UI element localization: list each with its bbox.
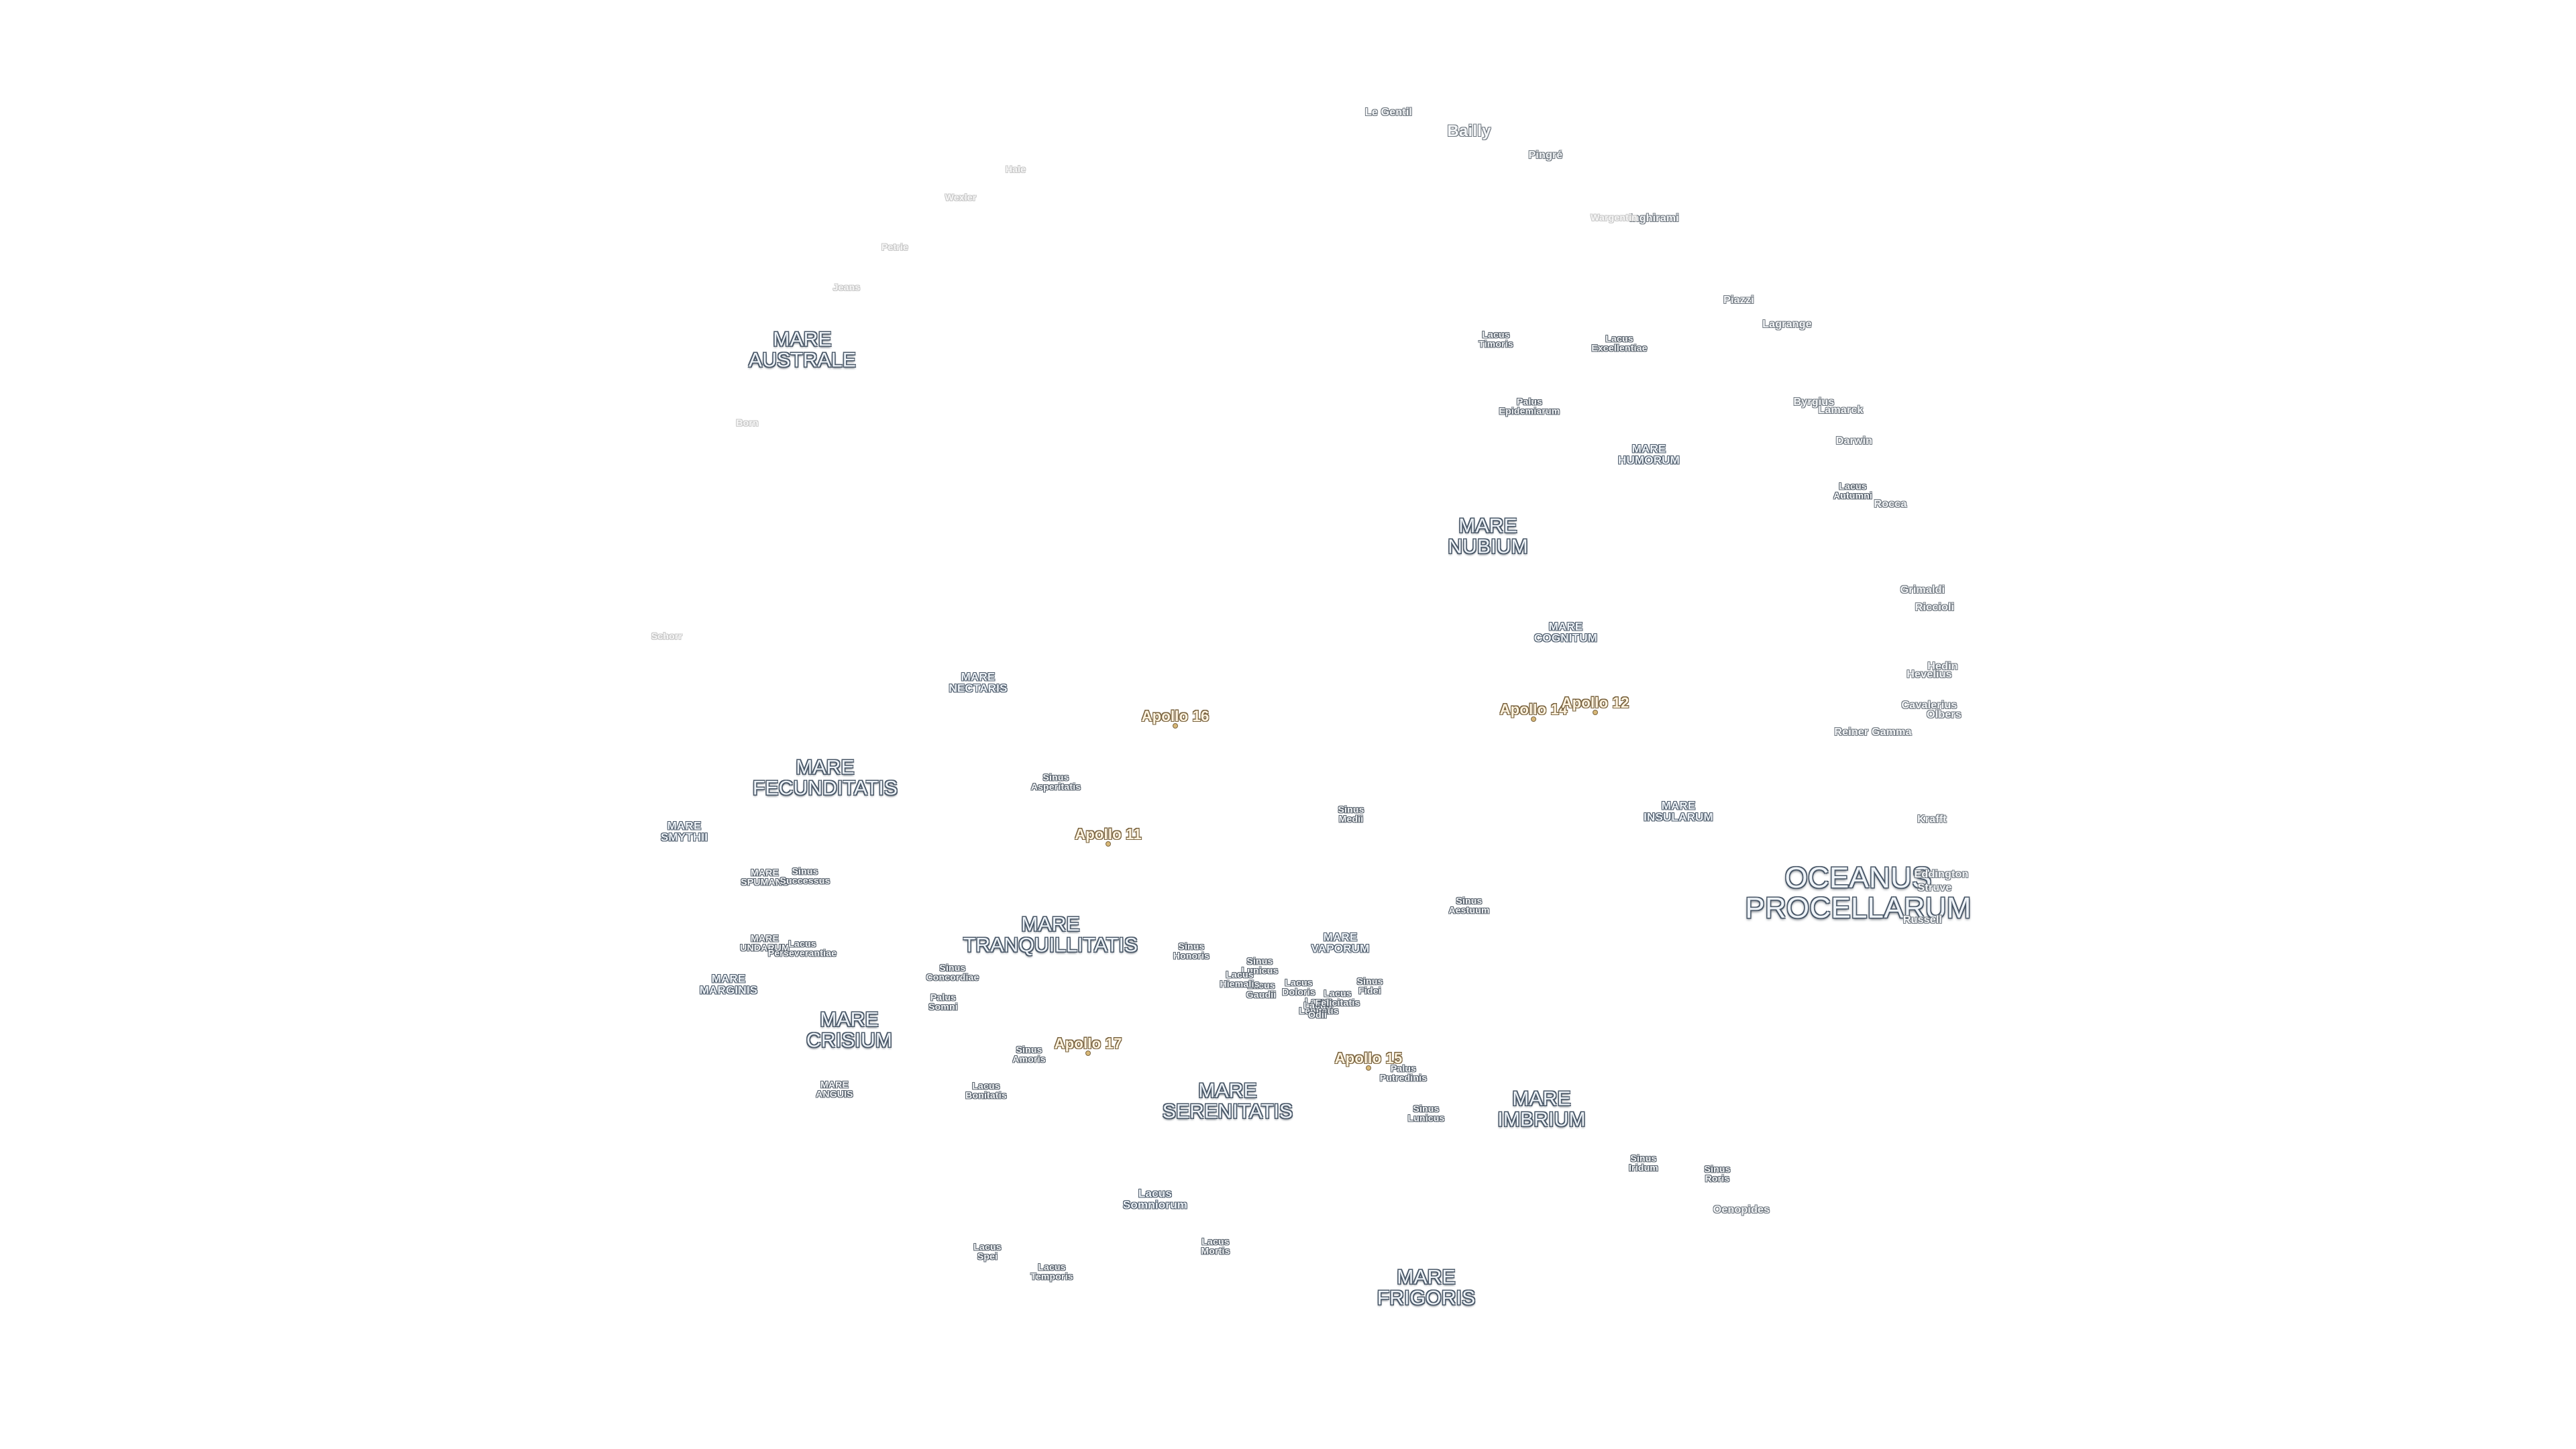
- map-label-crater-le-gentil[interactable]: Le Gentil: [1364, 106, 1413, 118]
- map-label-crater-riccioli[interactable]: Riccioli: [1915, 601, 1955, 613]
- map-label-sinus-fidei[interactable]: Sinus Fidei: [1356, 975, 1383, 996]
- map-label-crater-olbers[interactable]: Olbers: [1927, 708, 1962, 720]
- map-label-lacus-excellentiae[interactable]: Lacus Excellentiae: [1591, 333, 1648, 354]
- map-label-crater-petrie[interactable]: Petrie: [881, 241, 909, 252]
- map-label-crater-piazzi[interactable]: Piazzi: [1723, 294, 1754, 306]
- map-label-lacus-bonitatis[interactable]: Lacus Bonitatis: [965, 1080, 1007, 1101]
- map-label-lacus-timoris[interactable]: Lacus Timoris: [1479, 329, 1513, 350]
- map-label-crater-born[interactable]: Born: [736, 417, 759, 428]
- map-label-palus-putredinis[interactable]: Palus Putredinis: [1379, 1063, 1428, 1083]
- map-label-mare-serenitatis[interactable]: MARE SERENITATIS: [1162, 1079, 1293, 1122]
- apollo-11-label[interactable]: Apollo 11: [1075, 825, 1142, 843]
- map-label-crater-oenopides[interactable]: Oenopides: [1713, 1203, 1770, 1216]
- map-label-crater-struve[interactable]: Struve: [1917, 881, 1952, 894]
- map-label-palus-somni[interactable]: Palus Somni: [928, 991, 958, 1012]
- map-label-sinus-lunicus-2[interactable]: Sinus Lunicus: [1407, 1103, 1445, 1124]
- map-label-sinus-amoris[interactable]: Sinus Amoris: [1012, 1044, 1046, 1065]
- map-label-sinus-medii[interactable]: Sinus Medii: [1338, 804, 1364, 824]
- map-label-palus-epidemiarum[interactable]: Palus Epidemiarum: [1499, 396, 1560, 417]
- apollo-14-label[interactable]: Apollo 14: [1499, 700, 1568, 718]
- apollo-16-site-marker-icon[interactable]: [1173, 723, 1178, 729]
- map-label-mare-smythii[interactable]: MARE SMYTHII: [660, 819, 708, 844]
- map-label-crater-wexler[interactable]: Wexler: [945, 191, 977, 203]
- map-label-lacus-felicitatis[interactable]: Lacus Felicitatis: [1315, 987, 1360, 1008]
- map-label-crater-hale[interactable]: Hale: [1005, 163, 1026, 174]
- map-label-crater-byrgius[interactable]: Byrgius: [1793, 396, 1835, 408]
- map-label-sinus-lunicus[interactable]: Sinus Lunicus: [1241, 955, 1279, 976]
- apollo-11-site-marker-icon[interactable]: [1106, 841, 1111, 847]
- map-label-crater-eddington[interactable]: Eddington: [1914, 868, 1969, 880]
- map-label-lacus-autumni[interactable]: Lacus Autumni: [1833, 480, 1873, 501]
- map-label-lacus-hiemalis[interactable]: Lacus Hiemalis: [1220, 969, 1260, 989]
- map-label-sinus-roris[interactable]: Sinus Roris: [1704, 1163, 1731, 1184]
- map-label-lacus-mortis[interactable]: Lacus Mortis: [1201, 1236, 1230, 1256]
- map-label-lacus-temporis[interactable]: Lacus Temporis: [1030, 1261, 1073, 1282]
- map-label-lacus-perseverantiae[interactable]: Lacus Perseverantiae: [767, 938, 837, 959]
- map-label-crater-hevelius[interactable]: Hevelius: [1907, 668, 1952, 680]
- map-label-crater-inghirami[interactable]: Inghirami: [1629, 212, 1679, 224]
- map-label-mare-marginis[interactable]: MARE MARGINIS: [699, 972, 758, 997]
- map-label-crater-darwin[interactable]: Darwin: [1835, 435, 1873, 447]
- map-label-mare-australe[interactable]: MARE AUSTRALE: [749, 328, 856, 371]
- map-label-crater-russell[interactable]: Russell: [1902, 914, 1943, 926]
- map-label-crater-schorr[interactable]: Schorr: [651, 630, 683, 641]
- map-label-oceanus-procellarum[interactable]: OCEANUS PROCELLARUM: [1745, 861, 1972, 924]
- apollo-17-site-marker-icon[interactable]: [1085, 1051, 1091, 1056]
- map-label-mare-anguis[interactable]: MARE ANGUIS: [816, 1079, 853, 1099]
- map-label-sinus-successus[interactable]: Sinus Successus: [780, 865, 830, 886]
- apollo-15-label[interactable]: Apollo 15: [1334, 1049, 1403, 1067]
- map-label-sinus-asperitatis[interactable]: Sinus Asperitatis: [1030, 771, 1081, 792]
- map-label-mare-crisium[interactable]: MARE CRISIUM: [806, 1008, 893, 1051]
- map-label-mare-humorum[interactable]: MARE HUMORUM: [1617, 442, 1680, 467]
- map-label-crater-pingre[interactable]: Pingré: [1528, 149, 1563, 161]
- apollo-16-label[interactable]: Apollo 16: [1141, 707, 1210, 724]
- map-label-crater-reiner-gamma[interactable]: Reiner Gamma: [1834, 726, 1912, 738]
- map-label-mare-spumans[interactable]: MARE SPUMANS: [741, 867, 789, 888]
- map-label-mare-fecunditatis[interactable]: MARE FECUNDITATIS: [752, 756, 898, 799]
- apollo-12-label[interactable]: Apollo 12: [1561, 694, 1629, 711]
- map-label-crater-hedin[interactable]: Hedin: [1927, 660, 1958, 672]
- map-label-mare-tranquillitatis[interactable]: MARE TRANQUILLITATIS: [963, 913, 1138, 956]
- apollo-14-site-marker-icon[interactable]: [1531, 716, 1536, 722]
- map-label-sinus-iridum[interactable]: Sinus Iridum: [1629, 1152, 1658, 1173]
- map-label-mare-imbrium[interactable]: MARE IMBRIUM: [1497, 1087, 1586, 1130]
- map-label-lacus-lenitatis[interactable]: Lacus Lenitatis: [1299, 996, 1339, 1016]
- map-label-mare-vaporum[interactable]: MARE VAPORUM: [1311, 930, 1370, 955]
- map-label-crater-bailly[interactable]: Bailly: [1447, 121, 1491, 140]
- map-label-crater-cavalerius[interactable]: Cavalerius: [1901, 699, 1957, 711]
- map-label-crater-jeans[interactable]: Jeans: [833, 281, 861, 292]
- map-label-crater-krafft[interactable]: Krafft: [1917, 813, 1947, 825]
- map-label-mare-insularum[interactable]: MARE INSULARUM: [1644, 799, 1713, 824]
- map-label-crater-rocca[interactable]: Rocca: [1874, 498, 1907, 510]
- map-label-lacus-gaudii[interactable]: Lacus Gaudii: [1246, 979, 1277, 1000]
- map-label-lacus-spei[interactable]: Lacus Spei: [973, 1241, 1002, 1262]
- map-label-crater-lamarck[interactable]: Lamarck: [1818, 404, 1864, 416]
- map-label-mare-frigoris[interactable]: MARE FRIGORIS: [1377, 1266, 1476, 1309]
- apollo-12-site-marker-icon[interactable]: [1593, 710, 1598, 715]
- map-label-mare-cognitum[interactable]: MARE COGNITUM: [1534, 620, 1598, 645]
- map-label-lacus-somniorum[interactable]: Lacus Somniorum: [1122, 1187, 1188, 1212]
- map-label-mare-nubium[interactable]: MARE NUBIUM: [1448, 515, 1528, 557]
- map-label-mare-undarum[interactable]: MARE UNDARUM: [740, 932, 790, 953]
- map-label-sinus-aestuum[interactable]: Sinus Aestuum: [1448, 895, 1490, 916]
- map-label-crater-wargentin[interactable]: Wargentin: [1591, 211, 1638, 223]
- map-label-crater-lagrange[interactable]: Lagrange: [1762, 318, 1812, 330]
- map-label-sinus-concordiae[interactable]: Sinus Concordiae: [926, 962, 979, 983]
- map-label-mare-nectaris[interactable]: MARE NECTARIS: [949, 670, 1008, 695]
- map-label-lacus-odii[interactable]: Lacus Odii: [1303, 1000, 1332, 1020]
- apollo-15-site-marker-icon[interactable]: [1366, 1065, 1371, 1071]
- map-label-crater-grimaldi[interactable]: Grimaldi: [1900, 584, 1945, 596]
- map-label-sinus-honoris[interactable]: Sinus Honoris: [1173, 941, 1210, 961]
- apollo-17-label[interactable]: Apollo 17: [1054, 1034, 1122, 1052]
- map-label-lacus-doloris[interactable]: Lacus Doloris: [1282, 977, 1316, 998]
